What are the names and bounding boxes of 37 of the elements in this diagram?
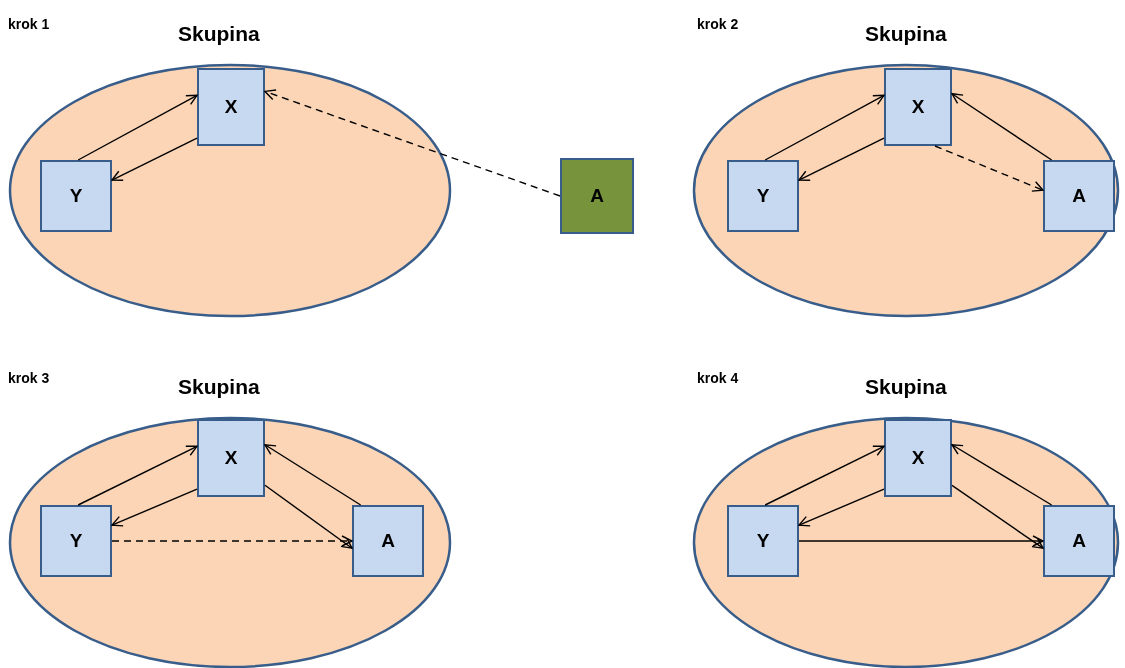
node-box: Y xyxy=(40,505,112,577)
arrow xyxy=(798,535,1044,547)
step-label: krok 2 xyxy=(697,16,739,32)
arrow xyxy=(798,137,885,181)
arrow xyxy=(111,137,198,181)
arrow xyxy=(77,445,198,506)
arrow xyxy=(764,94,885,161)
node-box: A xyxy=(1043,160,1115,232)
node-box: Y xyxy=(40,160,112,232)
node-box: X xyxy=(197,68,265,146)
arrow xyxy=(264,89,561,197)
arrow xyxy=(111,488,198,527)
arrow xyxy=(798,488,885,527)
group-heading: Skupina xyxy=(178,22,260,46)
node-box: A xyxy=(352,505,424,577)
node-box: X xyxy=(197,419,265,497)
step-label: krok 1 xyxy=(8,16,50,32)
arrow xyxy=(951,93,1053,161)
arrow xyxy=(77,94,198,161)
arrow xyxy=(934,145,1044,192)
node-box: X xyxy=(884,68,952,146)
arrow xyxy=(264,444,362,506)
step-label: krok 3 xyxy=(8,370,50,386)
step-label: krok 4 xyxy=(697,370,739,386)
node-box: Y xyxy=(727,160,799,232)
arrow xyxy=(264,484,353,549)
arrow xyxy=(111,535,353,547)
arrow xyxy=(764,445,885,506)
node-box: A xyxy=(560,158,634,234)
arrow xyxy=(951,484,1044,549)
node-box: A xyxy=(1043,505,1115,577)
arrow xyxy=(951,444,1053,506)
group-heading: Skupina xyxy=(865,375,947,399)
group-heading: Skupina xyxy=(178,375,260,399)
node-box: X xyxy=(884,419,952,497)
node-box: Y xyxy=(727,505,799,577)
group-heading: Skupina xyxy=(865,22,947,46)
